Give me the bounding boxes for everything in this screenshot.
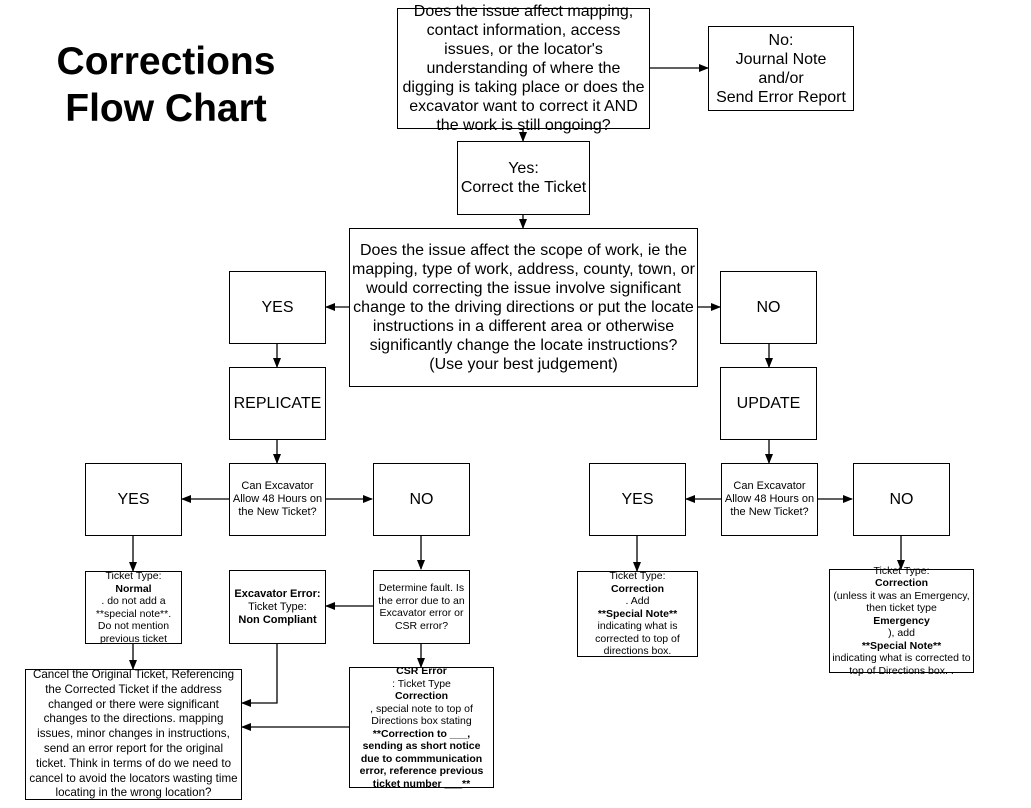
yes-correct-ticket-box: Yes: Correct the Ticket	[457, 141, 590, 215]
correction-right-special-note: **Special Note**	[861, 639, 942, 652]
excavator-error-ticket-type-value: Non Compliant	[238, 613, 317, 626]
csr-error-ticket-type-value: Correction	[394, 690, 449, 702]
chart-title: Corrections Flow Chart	[40, 38, 292, 132]
send-error-report-label: Send Error Report	[716, 88, 846, 106]
right-no-label: NO	[889, 491, 914, 508]
csr-error-special-note: **Correction to ___, sending as short no…	[359, 727, 484, 790]
excavator-error-ticket-type-label: Ticket Type:	[248, 600, 307, 613]
excavator-error-box: Excavator Error: Ticket Type: Non Compli…	[229, 570, 326, 644]
yes-label: Yes:	[508, 160, 539, 177]
correction-right-add: ), add	[888, 627, 915, 640]
cancel-original-ticket-box: Cancel the Original Ticket, Referencing …	[25, 667, 242, 800]
scope-yes-box: YES	[229, 271, 326, 344]
excavator-error-heading: Excavator Error:	[234, 587, 321, 600]
ticket-type-correction-box-middle: Ticket Type: Correction. Add **Special N…	[577, 570, 698, 658]
question-48-hours-right-text: Can Excavator Allow 48 Hours on the New …	[724, 480, 815, 518]
cancel-original-ticket-text: Cancel the Original Ticket, Referencing …	[29, 667, 238, 800]
ticket-type-normal-box: Ticket Type: Normal. do not add a **spec…	[85, 570, 182, 645]
question-48-hours-right: Can Excavator Allow 48 Hours on the New …	[721, 463, 818, 536]
correction-middle-instructions: indicating what is corrected to top of d…	[595, 620, 680, 658]
scope-yes-label: YES	[261, 299, 294, 316]
right-no-box: NO	[853, 463, 950, 536]
question-scope-text: Does the issue affect the scope of work,…	[352, 242, 695, 354]
scope-no-box: NO	[720, 271, 817, 344]
question-scope-note: (Use your best judgement)	[429, 356, 618, 373]
csr-error-heading: CSR Error	[396, 665, 447, 677]
ticket-type-correction-box-right: Ticket Type: Correction (unless it was a…	[829, 565, 974, 677]
correction-right-type: Correction	[874, 577, 929, 590]
update-label: UPDATE	[736, 395, 801, 412]
correction-middle-type: Correction	[610, 582, 665, 595]
correction-middle-special-note: **Special Note**	[597, 607, 678, 620]
determine-fault-text: Determine fault. Is the error due to an …	[378, 582, 465, 632]
no-journal-note-box: No: Journal Note and/or Send Error Repor…	[708, 26, 854, 111]
csr-error-instructions: , special note to top of Directions box …	[370, 702, 473, 728]
left-no-label: NO	[409, 491, 434, 508]
correction-right-instructions: indicating what is corrected to top of D…	[832, 652, 971, 677]
replicate-box: REPLICATE	[229, 367, 326, 440]
correction-middle-prefix: Ticket Type:	[609, 570, 666, 583]
scope-no-label: NO	[756, 299, 781, 316]
journal-note-label: Journal Note and/or	[735, 50, 827, 87]
ticket-type-normal-value: Normal	[115, 582, 152, 595]
question-48-hours-left-text: Can Excavator Allow 48 Hours on the New …	[232, 480, 323, 518]
chart-title-line-1: Corrections	[56, 40, 276, 83]
left-no-box: NO	[373, 463, 470, 536]
correct-ticket-label: Correct the Ticket	[460, 179, 587, 196]
correction-middle-add: . Add	[625, 595, 650, 608]
ticket-type-normal-prefix: Ticket Type:	[105, 570, 162, 582]
no-label: No:	[768, 31, 794, 49]
question-affects-mapping-text: Does the issue affect mapping, contact i…	[402, 3, 645, 134]
correction-right-prefix: Ticket Type:	[873, 564, 930, 577]
question-48-hours-left: Can Excavator Allow 48 Hours on the New …	[229, 463, 326, 536]
left-yes-label: YES	[117, 491, 150, 508]
correction-right-unless: (unless it was an Emergency, then ticket…	[833, 589, 970, 615]
csr-error-ticket-type-label: : Ticket Type	[392, 677, 451, 690]
correction-right-emergency: Emergency	[873, 614, 930, 627]
determine-fault-box: Determine fault. Is the error due to an …	[373, 570, 470, 644]
ticket-type-normal-instructions: . do not add a **special note**. Do not …	[95, 595, 172, 645]
right-yes-label: YES	[621, 491, 654, 508]
question-affects-mapping: Does the issue affect mapping, contact i…	[397, 3, 650, 134]
question-scope-of-work: Does the issue affect the scope of work,…	[349, 228, 698, 387]
update-box: UPDATE	[720, 367, 817, 440]
csr-error-box: CSR Error: Ticket Type Correction, speci…	[349, 665, 494, 790]
edge-excavator-error-to-cancel	[241, 643, 278, 707]
left-yes-box: YES	[85, 463, 182, 536]
chart-title-line-2: Flow Chart	[65, 87, 267, 130]
replicate-label: REPLICATE	[233, 395, 322, 412]
right-yes-box: YES	[589, 463, 686, 536]
